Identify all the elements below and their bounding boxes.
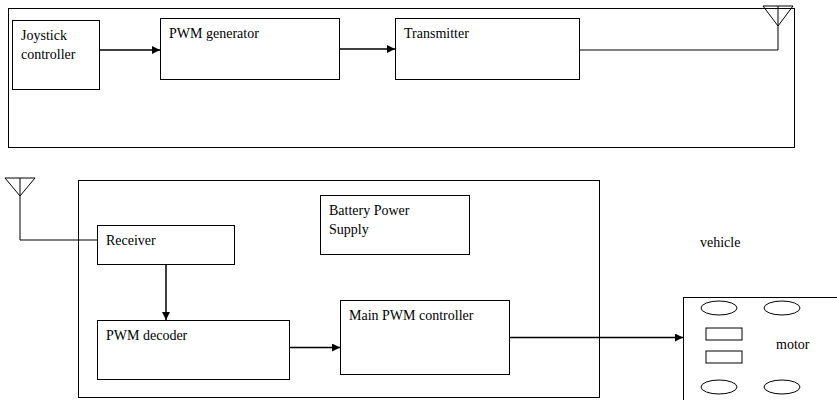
- signal-arrow: [165, 265, 167, 320]
- signal-arrow: [510, 337, 683, 339]
- motor-symbol: [706, 351, 742, 363]
- antenna-symbol: [5, 178, 97, 240]
- box-label: PWM generator: [169, 25, 331, 44]
- box-label: Joystick controller: [21, 27, 93, 65]
- wheel-symbol: [701, 380, 737, 394]
- process-box: Main PWM controller: [340, 300, 510, 375]
- transmitter-housing: Joystick controller PWM generator Transmit…: [8, 8, 795, 148]
- process-box: Receiver: [97, 225, 235, 265]
- receiver-housing: Receiver Battery Power SupplyPWM decoder M…: [78, 180, 600, 398]
- signal-arrow: [100, 49, 160, 51]
- signal-arrow: [290, 347, 340, 349]
- wheel-symbol: [764, 380, 800, 394]
- process-box: Joystick controller: [12, 20, 100, 90]
- process-box: PWM decoder: [97, 320, 290, 380]
- signal-arrow: [340, 48, 395, 50]
- antenna-symbol: [580, 6, 793, 50]
- vehicle-heading: vehicle: [700, 234, 740, 253]
- motor-symbol: [706, 328, 742, 340]
- process-box: Transmitter: [395, 18, 580, 80]
- wheel-symbol: [701, 301, 737, 315]
- power-box: Battery Power Supply: [320, 195, 470, 255]
- part-label: motor: [776, 336, 809, 355]
- wheel-symbol: [764, 301, 800, 315]
- box-label: PWM decoder: [106, 327, 281, 346]
- box-label: Main PWM controller: [349, 307, 499, 326]
- vehicle-illustration: [684, 298, 837, 400]
- box-label: Receiver: [106, 232, 226, 251]
- box-label: Battery Power Supply: [329, 202, 429, 240]
- process-box: PWM generator: [160, 18, 340, 80]
- box-label: Transmitter: [404, 25, 571, 44]
- vehicle-box: vehiclemotor: [683, 297, 837, 400]
